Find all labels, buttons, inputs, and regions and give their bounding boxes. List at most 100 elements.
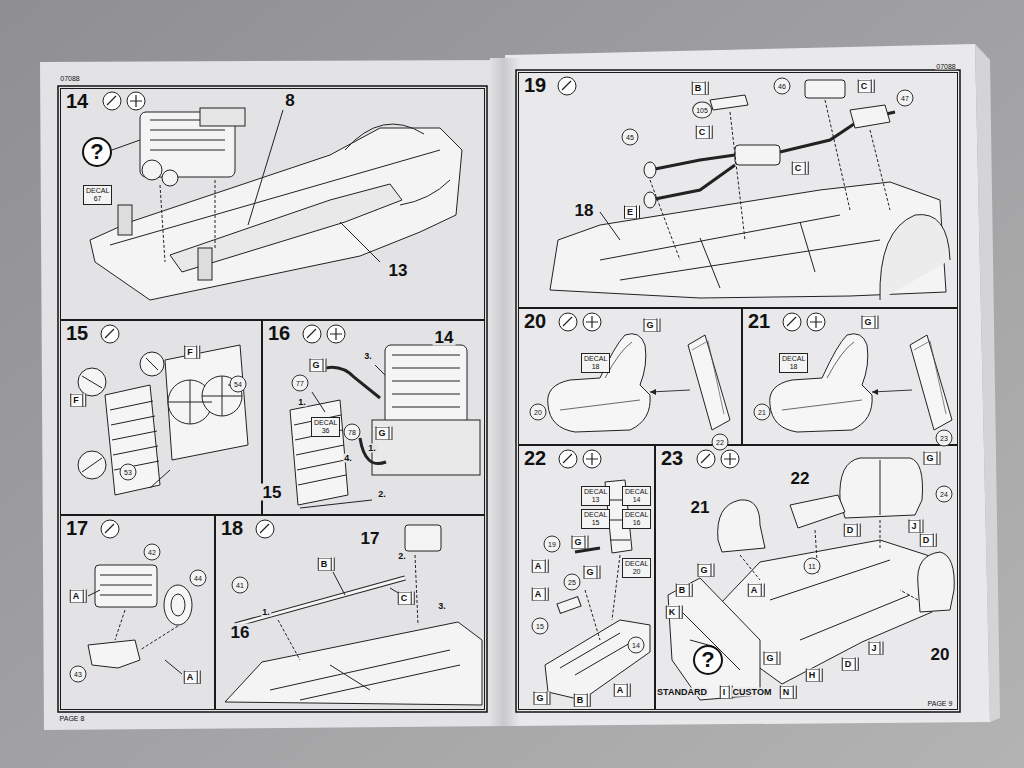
decal-box: DECAL 36 — [311, 417, 340, 437]
callout-number: 17 — [359, 530, 382, 547]
decal-number: DECAL 15 — [584, 511, 607, 527]
part-number: 53 — [120, 464, 137, 481]
part-number: 15 — [532, 618, 549, 635]
step-number: 15 — [66, 323, 88, 343]
part-number: 22 — [712, 434, 729, 451]
step-number: 14 — [66, 91, 88, 111]
part-number: 44 — [190, 570, 207, 587]
decal-number: DECAL 13 — [584, 488, 607, 504]
page-note: PAGE 8 — [59, 715, 86, 722]
decal-box: DECAL 67 — [83, 185, 112, 205]
decal-number: DECAL 20 — [625, 560, 648, 576]
step-number: 20 — [524, 311, 546, 331]
paint-flag: E — [624, 206, 640, 219]
decal-box: DECAL 13 — [581, 486, 610, 506]
paint-flag: G — [583, 566, 600, 579]
question-mark: ? — [693, 645, 723, 675]
part-number: 47 — [897, 90, 914, 107]
paint-flag: I — [720, 686, 733, 699]
step-note: 4. — [343, 454, 353, 463]
paint-flag: C — [398, 592, 415, 605]
step-number: 21 — [748, 311, 770, 331]
decal-number: DECAL 18 — [584, 355, 607, 371]
paint-flag: C — [696, 126, 713, 139]
paint-flag: G — [861, 316, 878, 329]
paint-flag: A — [70, 590, 87, 603]
decal-box: DECAL 15 — [581, 509, 610, 529]
question-mark: ? — [82, 137, 112, 167]
decal-box: DECAL 18 — [581, 353, 610, 373]
step-note: 1. — [367, 444, 377, 453]
part-number: 14 — [628, 637, 645, 654]
part-number: 23 — [936, 430, 953, 447]
paint-flag: G — [697, 564, 714, 577]
step-note: 1. — [297, 398, 307, 407]
callout-number: 15 — [261, 484, 284, 501]
step-note: 2. — [397, 552, 407, 561]
paint-flag: J — [908, 520, 923, 533]
paint-flag: C — [858, 80, 875, 93]
step-panel: 14DECAL 67 — [60, 88, 485, 320]
decal-box: DECAL 20 — [622, 558, 651, 578]
step-note: 2. — [377, 490, 387, 499]
paint-flag: F — [184, 346, 200, 359]
step-note: 1. — [261, 608, 271, 617]
part-number: 11 — [804, 558, 821, 575]
step-panel: 20DECAL 18 — [518, 308, 742, 445]
paint-flag: H — [806, 669, 823, 682]
part-number: 46 — [774, 78, 791, 95]
decal-box: DECAL 18 — [779, 353, 808, 373]
paint-flag: A — [532, 588, 549, 601]
decal-box: DECAL 14 — [622, 486, 651, 506]
callout-number: 14 — [433, 329, 456, 346]
paint-flag: B — [574, 694, 591, 707]
paint-flag: D — [844, 524, 861, 537]
part-number: 24 — [936, 486, 953, 503]
step-note: STANDARD — [656, 688, 708, 697]
callout-number: 8 — [283, 92, 296, 109]
step-panel: 19 — [518, 72, 958, 308]
paint-flag: G — [309, 359, 326, 372]
step-panel: 15 — [60, 320, 262, 515]
page-note: PAGE 9 — [927, 700, 954, 707]
paint-flag: K — [666, 606, 683, 619]
paint-flag: J — [868, 642, 883, 655]
paint-flag: G — [763, 652, 780, 665]
paint-flag: A — [748, 584, 765, 597]
paint-flag: B — [318, 558, 335, 571]
page-note: 07088 — [935, 63, 956, 70]
callout-number: 22 — [789, 470, 812, 487]
paint-flag: F — [70, 394, 86, 407]
step-panel: 21DECAL 18 — [742, 308, 958, 445]
paint-flag: G — [375, 427, 392, 440]
part-number: 43 — [70, 666, 87, 683]
paint-flag: G — [923, 452, 940, 465]
part-number: 19 — [544, 536, 561, 553]
step-number: 18 — [221, 518, 243, 538]
paint-flag: G — [533, 692, 550, 705]
step-number: 17 — [66, 518, 88, 538]
part-number: 45 — [622, 129, 639, 146]
paint-flag: G — [571, 536, 588, 549]
decal-number: DECAL 67 — [86, 187, 109, 203]
paint-flag: A — [184, 671, 201, 684]
part-number: 78 — [344, 424, 361, 441]
callout-number: 20 — [929, 646, 952, 663]
decal-number: DECAL 14 — [625, 488, 648, 504]
paint-flag: D — [920, 534, 937, 547]
paint-flag: B — [676, 584, 693, 597]
part-number: 42 — [144, 544, 161, 561]
paint-flag: N — [780, 686, 797, 699]
step-panel: 16DECAL 36 — [262, 320, 485, 515]
part-number: 54 — [230, 376, 247, 393]
paint-flag: D — [842, 658, 859, 671]
callout-number: 16 — [229, 624, 252, 641]
part-number: 77 — [292, 375, 309, 392]
decal-number: DECAL 18 — [782, 355, 805, 371]
paint-flag: G — [643, 319, 660, 332]
paint-flag: C — [792, 162, 809, 175]
part-number: 105 — [692, 102, 712, 119]
callout-number: 21 — [689, 499, 712, 516]
step-number: 22 — [524, 448, 546, 468]
